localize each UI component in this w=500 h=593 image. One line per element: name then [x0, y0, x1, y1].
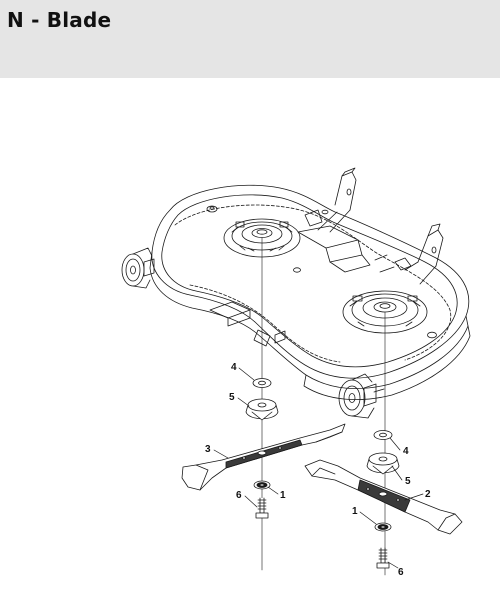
callout-1-right: 1 [352, 506, 358, 517]
bolt-right [376, 547, 390, 569]
callout-6-right: 6 [398, 567, 404, 578]
bolt-washer-left [253, 480, 271, 490]
callout-5-left: 5 [229, 392, 235, 403]
washer-left [252, 378, 272, 388]
bolt-washer-right [374, 522, 392, 532]
blade-right [304, 459, 463, 535]
mower-deck [121, 167, 471, 419]
callout-2: 2 [425, 489, 431, 500]
callout-4-right: 4 [403, 446, 409, 457]
callout-labels: 4 5 3 6 1 4 5 2 1 6 [205, 362, 431, 578]
washer-right [373, 430, 393, 440]
callout-leaders [213, 367, 424, 569]
callout-4-left: 4 [231, 362, 237, 373]
assembly-axis-lines [261, 237, 386, 576]
callout-5-right: 5 [405, 476, 411, 487]
page-header: N - Blade [0, 0, 500, 78]
callout-6-left: 6 [236, 490, 242, 501]
blade-adapter-right [366, 452, 400, 475]
callout-1-left: 1 [280, 490, 286, 501]
page-title: N - Blade [7, 8, 112, 32]
bolt-left [255, 497, 269, 519]
callout-3: 3 [205, 444, 211, 455]
exploded-parts-diagram: 4 5 3 6 1 4 5 2 1 6 [121, 167, 471, 578]
blade-adapter-left [245, 398, 279, 421]
blade-left [181, 423, 346, 491]
